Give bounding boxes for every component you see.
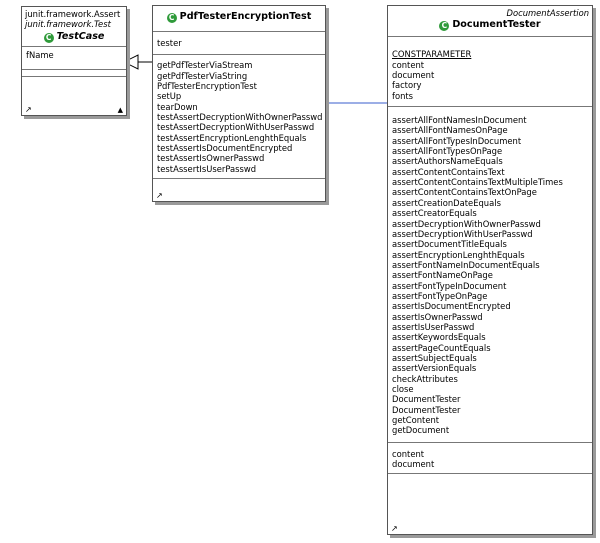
lock-icon: ▲ xyxy=(117,106,123,114)
pdftester-methods: getPdfTesterViaStream getPdfTesterViaStr… xyxy=(153,55,325,180)
method-item: assertAllFontTypesOnPage xyxy=(392,146,503,157)
testcase-package: junit.framework.Assert xyxy=(25,9,121,19)
method-item: assertCreationDateEquals xyxy=(392,197,501,208)
field-item: content xyxy=(392,59,425,70)
method-item: assertCreatorEquals xyxy=(392,208,477,219)
method-item: testAssertEncryptionLenghthEquals xyxy=(157,132,307,143)
field-item: factory xyxy=(392,80,422,91)
pdftester-fields: tester xyxy=(153,32,325,56)
resize-arrow-icon[interactable]: ↗ xyxy=(156,191,163,200)
method-item: assertAllFontNamesInDocument xyxy=(392,115,527,126)
documenttester-name: DocumentTester xyxy=(452,19,541,31)
documenttester-methods: assertAllFontNamesInDocument assertAllFo… xyxy=(388,107,592,443)
method-item: close xyxy=(392,384,414,394)
field-item: document xyxy=(392,70,435,81)
method-item: assertAllFontTypesInDocument xyxy=(392,135,522,146)
property-item: content xyxy=(392,448,425,459)
method-item: assertIsOwnerPasswd xyxy=(392,311,483,322)
method-item: testAssertIsDocumentEncrypted xyxy=(157,143,293,154)
method-item: assertSubjectEquals xyxy=(392,352,477,363)
method-item: getPdfTesterViaString xyxy=(157,70,248,81)
pdftester-name: PdfTesterEncryptionTest xyxy=(179,11,312,22)
method-item: assertAllFontNamesOnPage xyxy=(392,125,508,136)
method-item: assertFontTypeInDocument xyxy=(392,280,507,291)
method-item: setUp xyxy=(157,91,182,102)
field-item: fName xyxy=(26,49,54,60)
method-item: getPdfTesterViaStream xyxy=(157,60,253,71)
field-item: fonts xyxy=(392,90,414,101)
method-item: testAssertDecryptionWithOwnerPasswd xyxy=(157,112,323,123)
resize-arrow-icon[interactable]: ↗ xyxy=(25,105,32,114)
resize-arrow-icon[interactable]: ↗ xyxy=(391,524,398,533)
method-item: assertDecryptionWithOwnerPasswd xyxy=(392,218,541,229)
property-item: document xyxy=(392,459,435,470)
method-item: assertFontNameOnPage xyxy=(392,270,493,281)
method-item: assertDecryptionWithUserPasswd xyxy=(392,228,533,239)
constant-item: CONSTPARAMETER xyxy=(392,49,472,60)
method-item: testAssertDecryptionWithUserPasswd xyxy=(157,122,315,133)
method-item: assertPageCountEquals xyxy=(392,342,491,353)
generalization-arrowhead xyxy=(122,54,139,70)
method-item: assertDocumentTitleEquals xyxy=(392,239,507,250)
method-item: PdfTesterEncryptionTest xyxy=(157,81,257,92)
testcase-interface: junit.framework.Test xyxy=(25,19,111,30)
abstract-class-icon: C xyxy=(43,32,54,43)
documenttester-properties: content document xyxy=(388,443,592,475)
method-item: assertFontTypeOnPage xyxy=(392,290,488,301)
method-item: tearDown xyxy=(157,101,198,112)
documenttester-fields: CONSTPARAMETER content document factory … xyxy=(388,37,592,108)
field-item: tester xyxy=(157,38,182,48)
method-item: assertEncryptionLenghthEquals xyxy=(392,249,525,260)
method-item: DocumentTester xyxy=(392,394,461,405)
method-item: assertContentContainsText xyxy=(392,166,505,177)
method-item: assertFontNameInDocumentEquals xyxy=(392,259,540,270)
method-item: getDocument xyxy=(392,425,450,436)
method-item: assertContentContainsTextOnPage xyxy=(392,187,537,198)
method-item: assertContentContainsTextMultipleTimes xyxy=(392,177,563,188)
method-item: assertIsUserPasswd xyxy=(392,321,475,332)
method-item: assertKeywordsEquals xyxy=(392,332,486,343)
testcase-methods xyxy=(22,70,126,77)
testcase-fields: fName xyxy=(22,47,126,70)
method-item: assertIsDocumentEncrypted xyxy=(392,301,511,312)
method-item: checkAttributes xyxy=(392,373,458,384)
method-item: testAssertIsUserPasswd xyxy=(157,163,257,174)
testcase-name: TestCase xyxy=(56,30,105,42)
method-item: testAssertIsOwnerPasswd xyxy=(157,153,265,164)
method-item: DocumentTester xyxy=(392,404,461,415)
class-testcase-header: junit.framework.Assert junit.framework.T… xyxy=(22,7,126,47)
method-item: assertAuthorsNameEquals xyxy=(392,156,503,167)
documenttester-stereotype: DocumentAssertion xyxy=(506,8,589,18)
class-icon: C xyxy=(166,13,177,23)
class-testcase[interactable]: junit.framework.Assert junit.framework.T… xyxy=(21,6,127,116)
class-icon: C xyxy=(439,21,450,32)
method-item: getContent xyxy=(392,415,440,426)
method-item: assertVersionEquals xyxy=(392,363,477,374)
